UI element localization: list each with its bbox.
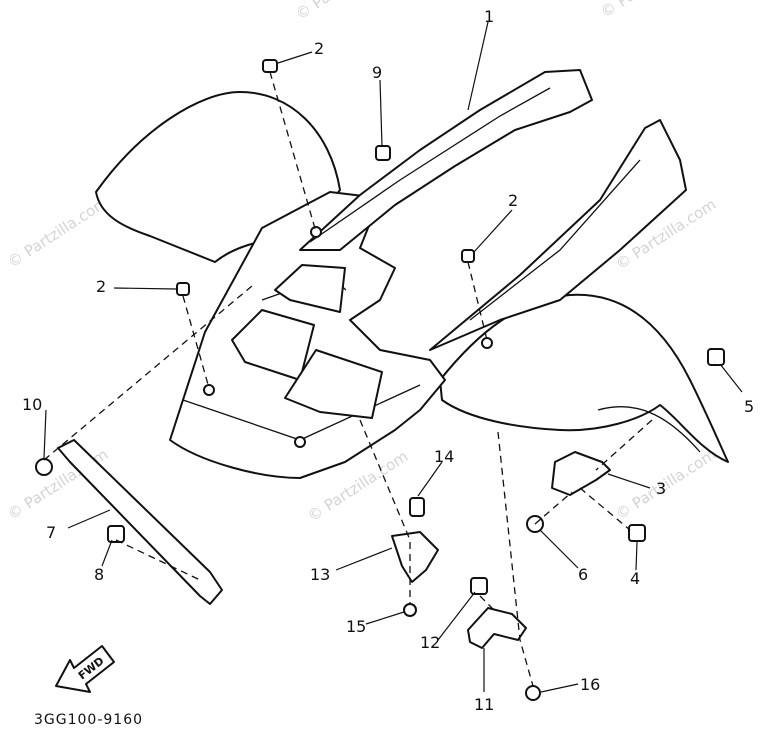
screw-2-left — [176, 282, 190, 296]
callout-2-top: 2 — [314, 39, 324, 58]
callout-13: 13 — [310, 565, 330, 584]
bolt-14 — [409, 497, 425, 517]
callout-4: 4 — [630, 569, 640, 588]
callout-16: 16 — [580, 675, 600, 694]
nut-16 — [525, 685, 541, 701]
callout-8: 8 — [94, 565, 104, 584]
callout-numbers: 1 2 9 2 2 5 10 3 7 8 6 4 14 13 15 12 11 … — [22, 7, 754, 714]
callout-10: 10 — [22, 395, 42, 414]
mount-hole — [310, 226, 322, 238]
watermark-6: © Partzilla.com — [292, 0, 399, 23]
callout-9: 9 — [372, 63, 382, 82]
bolt-4 — [628, 524, 646, 542]
callout-leaders — [43, 21, 743, 693]
nut-15 — [403, 603, 417, 617]
callout-7: 7 — [46, 523, 56, 542]
mount-hole — [481, 337, 493, 349]
stay-7 — [57, 439, 223, 605]
bolt-12 — [470, 577, 488, 595]
rear-fender — [95, 69, 729, 479]
bolt-5 — [707, 348, 725, 366]
callout-5: 5 — [744, 397, 754, 416]
rail-left — [299, 69, 593, 251]
callout-11: 11 — [474, 695, 494, 714]
callout-12: 12 — [420, 633, 440, 652]
watermark-1: © Partzilla.com — [4, 193, 111, 271]
storage-well-2 — [284, 349, 383, 419]
callout-2-left: 2 — [96, 277, 106, 296]
callout-1: 1 — [484, 7, 494, 26]
screw-2-top — [262, 59, 278, 73]
callout-3: 3 — [656, 479, 666, 498]
callout-2-right: 2 — [508, 191, 518, 210]
watermark-7: © Partzilla.com — [597, 0, 704, 21]
nut-10 — [35, 458, 53, 476]
callout-15: 15 — [346, 617, 366, 636]
fwd-arrow: FWD — [55, 645, 115, 693]
bolt-8 — [107, 525, 125, 543]
assembly-lines — [43, 71, 653, 687]
bracket-13 — [391, 531, 439, 583]
storage-well-1 — [231, 309, 315, 381]
bracket-11 — [467, 607, 527, 649]
callout-6: 6 — [578, 565, 588, 584]
screw-2-right — [461, 249, 475, 263]
storage-well-3 — [274, 264, 346, 313]
brackets — [57, 439, 611, 649]
rail-right — [429, 119, 687, 351]
drawing-code: 3GG100-9160 — [34, 712, 143, 728]
bracket-3 — [551, 451, 611, 496]
mount-hole — [294, 436, 306, 448]
bolt-9 — [375, 145, 391, 161]
callout-14: 14 — [434, 447, 454, 466]
mount-hole — [203, 384, 215, 396]
